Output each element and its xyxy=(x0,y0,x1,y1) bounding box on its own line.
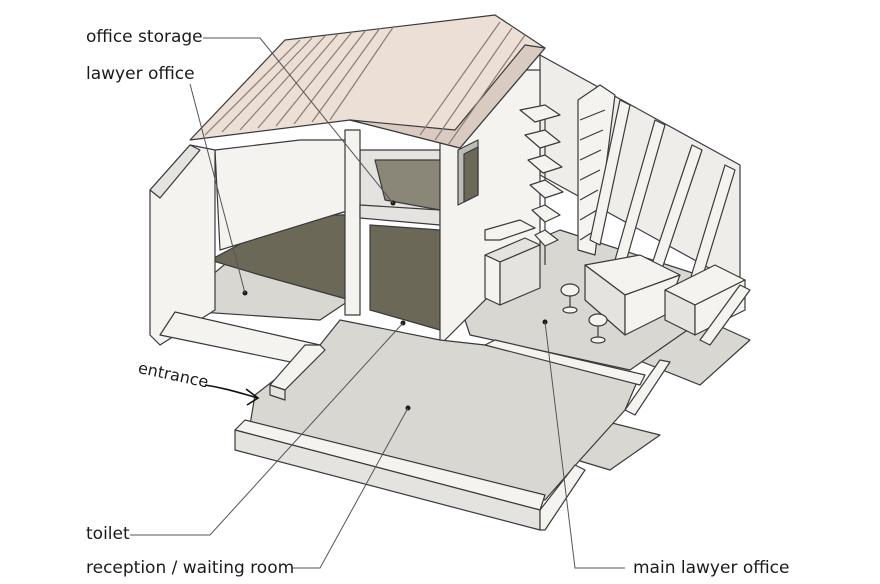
leader-toilet xyxy=(130,322,404,536)
diagonal-struts xyxy=(589,99,736,286)
chair-1 xyxy=(560,283,580,314)
upper-cabinet xyxy=(484,219,536,241)
window-shadow xyxy=(463,146,479,203)
cabinet-front xyxy=(484,254,501,306)
left-outer-wall-top xyxy=(149,144,201,199)
leader-lines xyxy=(130,37,625,569)
roof xyxy=(189,14,546,149)
label-toilet: toilet xyxy=(86,524,130,544)
sideboard xyxy=(664,264,746,336)
cabinet-side xyxy=(499,244,541,306)
toilet-floor xyxy=(369,224,441,331)
entrance-arrow xyxy=(204,384,260,406)
chair-2 xyxy=(588,313,608,344)
column-left xyxy=(344,129,361,316)
label-office-storage: office storage xyxy=(86,27,203,47)
spiral-staircase xyxy=(519,104,564,265)
leader-reception xyxy=(292,407,409,569)
leader-main-office xyxy=(544,321,625,569)
leader-office-storage xyxy=(203,37,394,204)
label-reception: reception / waiting room xyxy=(86,558,295,578)
perimeter-walls xyxy=(159,284,751,531)
label-lawyer-office: lawyer office xyxy=(86,64,195,84)
label-main-lawyer-office: main lawyer office xyxy=(633,558,790,578)
leader-lawyer-office xyxy=(189,83,246,294)
